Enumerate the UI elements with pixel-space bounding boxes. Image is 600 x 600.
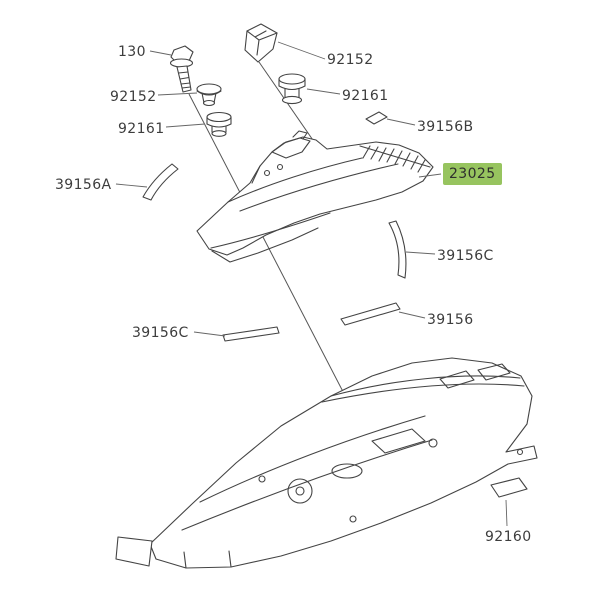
bolt-130-drawing [169,45,194,93]
strip-39156a-drawing [142,163,179,201]
leader-lines [115,41,508,527]
part-label-39156: 39156 [427,312,474,328]
part-label-23025-highlighted: 23025 [443,163,502,186]
part-label-92161-right: 92161 [342,88,389,104]
grommet-92161-left-drawing [206,111,232,137]
damper-92152-top-drawing [244,23,278,63]
part-label-39156c-left: 39156C [132,325,189,341]
part-label-39156b: 39156B [417,119,474,135]
pad-39156b-drawing [365,111,388,125]
strip-39156c-left-drawing [222,326,280,342]
part-label-92161-left: 92161 [118,121,165,137]
part-label-39156a: 39156A [55,177,112,193]
tail-cowl-23025-drawing [196,130,434,263]
strip-39156c-right-drawing [388,220,407,279]
rear-fender-assembly-drawing [115,357,538,569]
damper-92152-left-drawing [196,83,222,107]
strip-39156-drawing [340,302,401,326]
grommet-92161-right-drawing [278,73,306,105]
part-label-39156c-right: 39156C [437,248,494,264]
part-label-92152-left: 92152 [110,89,157,105]
part-label-130: 130 [118,44,146,60]
pad-92160-drawing [490,477,528,498]
part-label-92160: 92160 [485,529,532,545]
part-label-92152-top: 92152 [327,52,374,68]
